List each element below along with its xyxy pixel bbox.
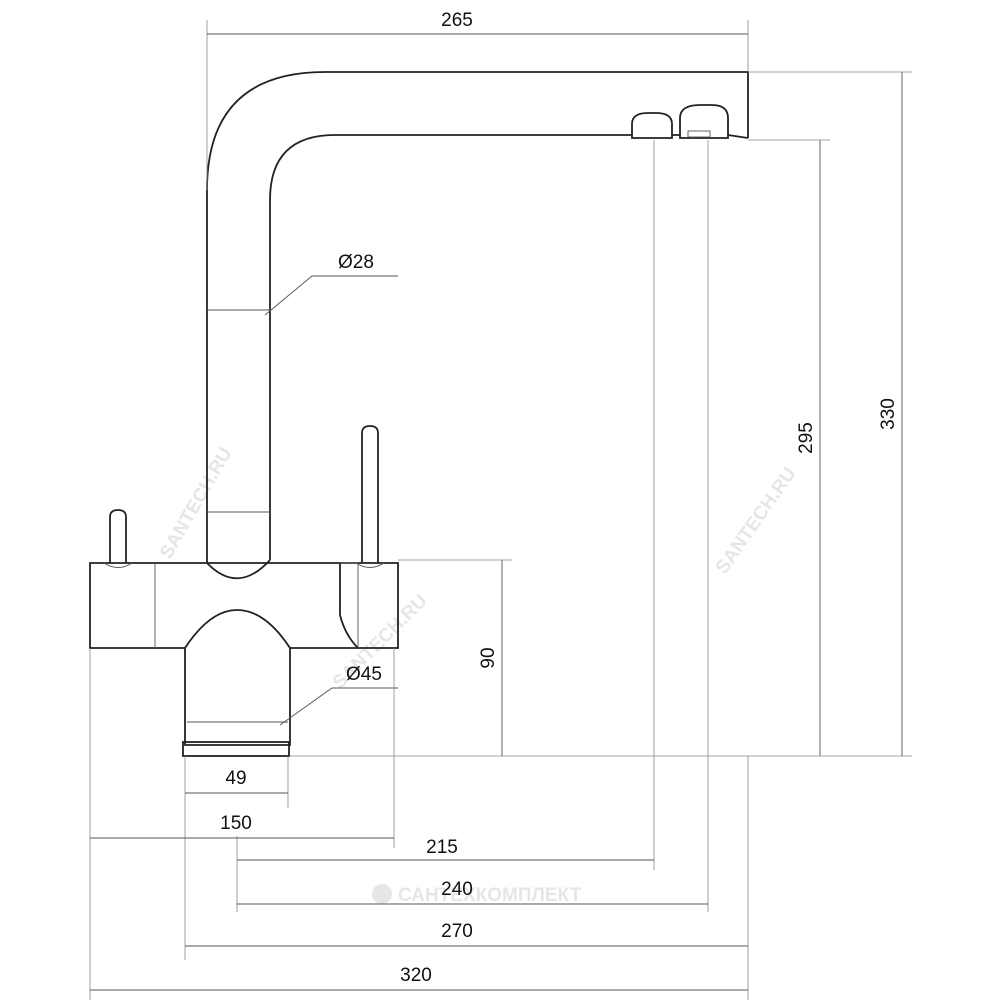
label-outlet-2-reach: 240 [441, 879, 473, 900]
body-neck-curve [184, 609, 291, 649]
faucet-outline [89, 71, 749, 757]
dimension-lines [89, 20, 912, 1000]
label-spout-length: 265 [441, 10, 473, 31]
label-total-width: 320 [400, 965, 432, 986]
watermark-small-left: SANTECH.RU [156, 444, 236, 562]
label-body-diameter: Ø45 [346, 664, 382, 685]
label-outlet-1-reach: 215 [426, 837, 458, 858]
label-body-height: 90 [478, 647, 499, 668]
label-spout-reach: 270 [441, 921, 473, 942]
watermark-small-right: SANTECH.RU [712, 464, 801, 578]
label-body-width: 150 [220, 813, 252, 834]
label-outlet-height: 295 [796, 422, 817, 454]
aerator-1 [631, 112, 673, 139]
left-handle-base [103, 562, 133, 568]
base-ring [182, 741, 290, 757]
dimension-labels: 265 Ø28 Ø45 90 295 330 49 150 215 240 27… [220, 10, 899, 986]
faucet-body [89, 562, 399, 746]
leader-d28 [264, 275, 398, 316]
spout-underside [672, 134, 749, 139]
left-handle [109, 509, 127, 563]
body-right-joint [339, 563, 359, 649]
leader-d45 [279, 687, 398, 726]
right-handle [361, 425, 379, 563]
label-total-height: 330 [878, 398, 899, 430]
aerator-2 [679, 104, 729, 139]
spout-body-join [206, 559, 271, 580]
spout-outer-edge [206, 71, 749, 563]
aerator-2-slot [687, 130, 711, 138]
watermark-bottom-logo: САНТЕХКОМПЛЕКТ [372, 884, 582, 906]
body-right-cap [340, 562, 359, 648]
spout-inner-edge [269, 134, 632, 560]
label-spout-diameter: Ø28 [338, 252, 374, 273]
right-handle-base [355, 562, 385, 568]
label-base-width: 49 [225, 768, 246, 789]
watermark-bottom: САНТЕХКОМПЛЕКТ [398, 885, 582, 906]
